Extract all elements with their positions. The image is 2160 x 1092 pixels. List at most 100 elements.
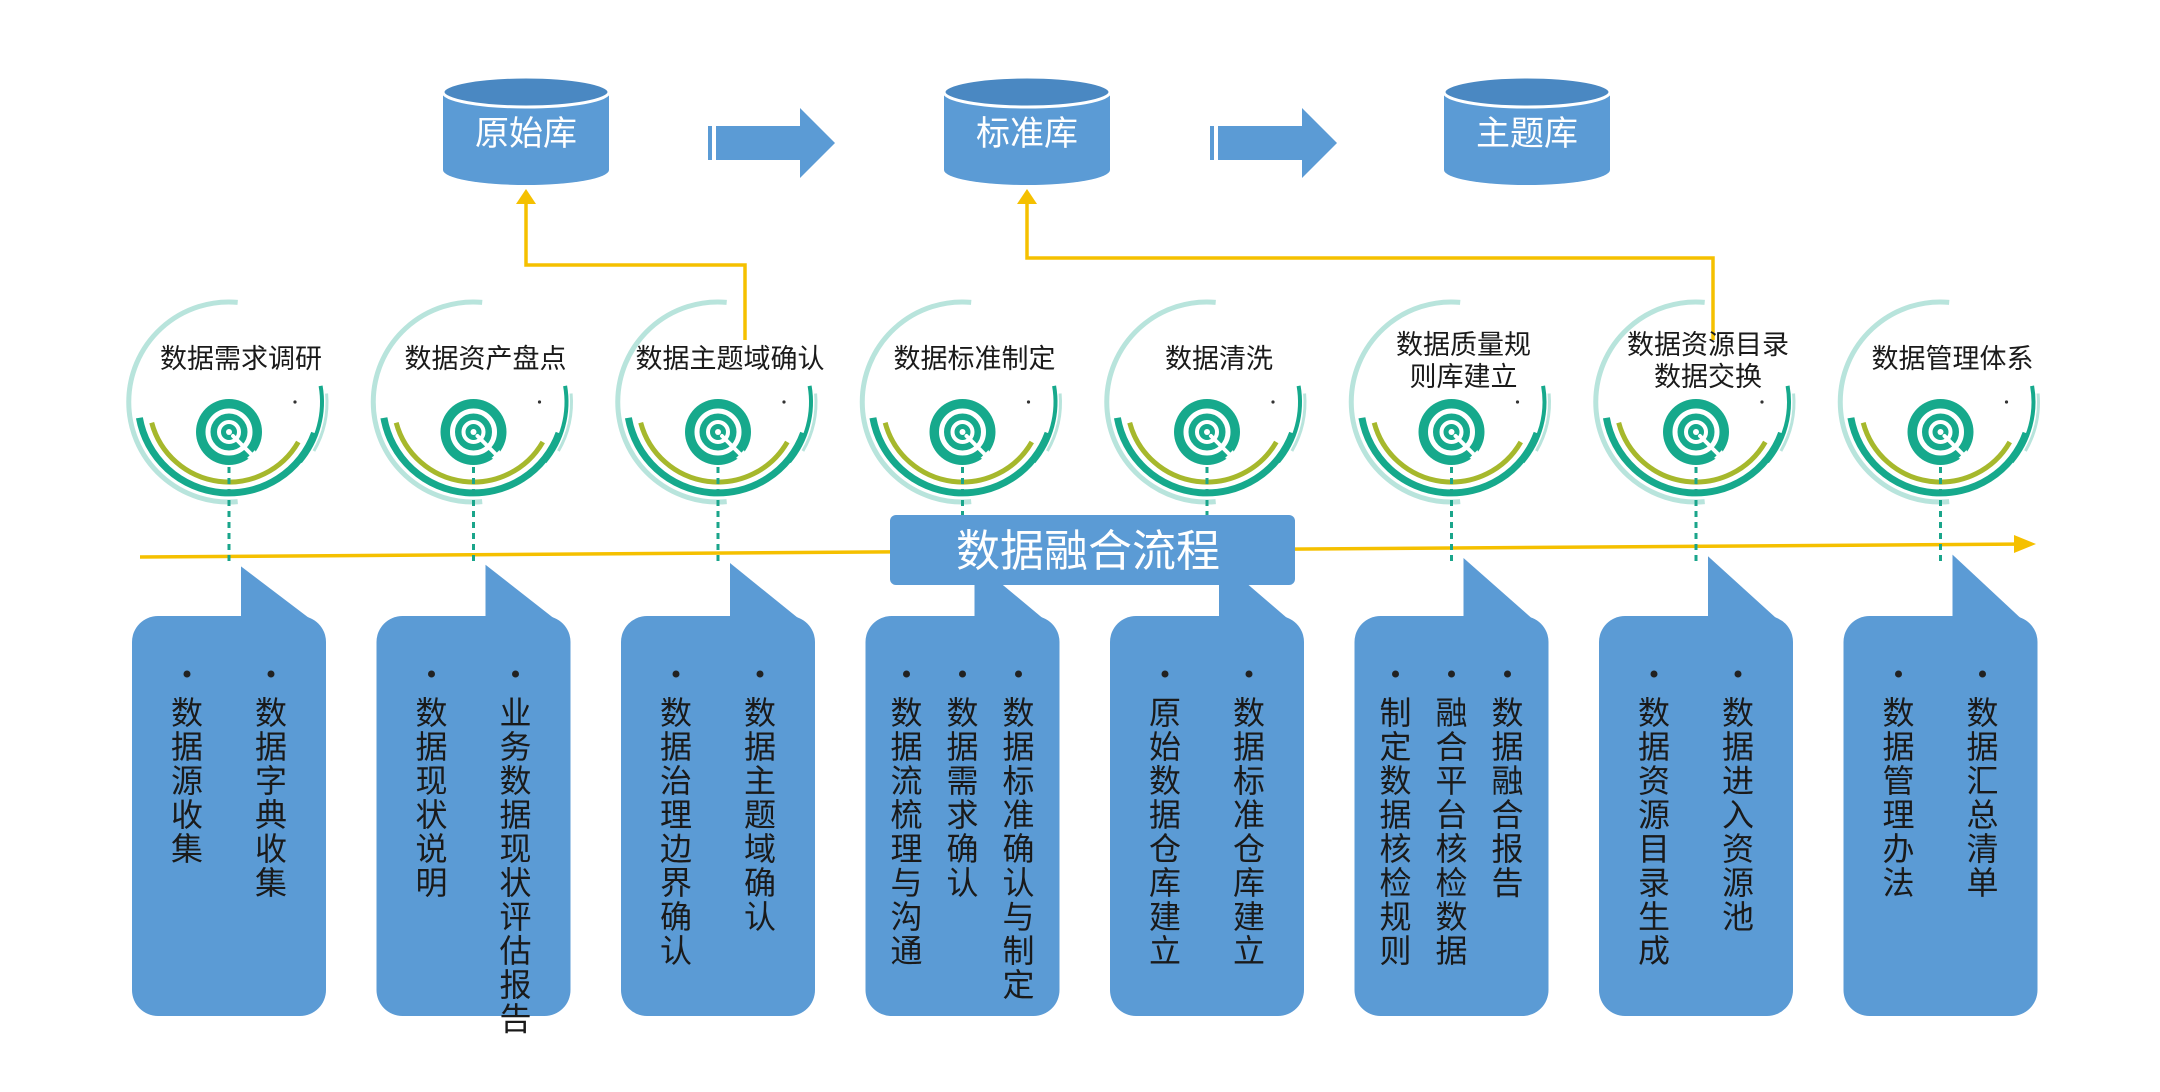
bullet-char: 定 xyxy=(1379,728,1411,766)
ring-dot xyxy=(1760,400,1764,404)
connector-to-standard xyxy=(1025,200,1715,340)
bullet-char: 告 xyxy=(1491,864,1523,902)
bullet-char: 与 xyxy=(1002,898,1034,936)
bullet-char: 据 xyxy=(1491,728,1523,766)
bullet-dot xyxy=(672,670,680,678)
bullet-char: 办 xyxy=(1882,830,1914,868)
database-original-label: 原始库 xyxy=(475,114,577,154)
bullet-char: 合 xyxy=(1491,796,1523,834)
center-title-label: 数据融合流程 xyxy=(956,526,1220,577)
step-label: 数据管理体系 xyxy=(1872,344,2034,375)
bullet-char: 务 xyxy=(499,728,531,766)
bullet-char: 法 xyxy=(1882,864,1914,902)
bullet-char: 确 xyxy=(1002,830,1034,868)
right-arc xyxy=(298,385,324,464)
bullet-char: 业 xyxy=(499,694,531,732)
bullet-char: 数 xyxy=(1638,694,1670,732)
bullet-char: 目 xyxy=(1638,830,1670,868)
bullet-char: 入 xyxy=(1722,796,1754,834)
bullet-char: 据 xyxy=(1882,728,1914,766)
bullet-char: 融 xyxy=(1491,762,1523,800)
bullet-char: 数 xyxy=(1002,694,1034,732)
target-icon xyxy=(1907,399,1974,465)
connector-to-original-arrowhead xyxy=(516,189,536,204)
bullet-char: 数 xyxy=(499,762,531,800)
bullet-char: 源 xyxy=(1722,864,1754,902)
bullet-char: 制 xyxy=(1379,694,1411,732)
bullet-char: 数 xyxy=(660,694,692,732)
bullet-char: 治 xyxy=(660,762,692,800)
bullet-char: 数 xyxy=(1435,898,1467,936)
bullet-char: 资 xyxy=(1722,830,1754,868)
bullet-char: 与 xyxy=(890,864,922,902)
bullet-char: 源 xyxy=(171,762,203,800)
bullet-char: 主 xyxy=(744,762,776,800)
bullet-dot xyxy=(1392,670,1399,678)
bullet-char: 数 xyxy=(1722,694,1754,732)
bullet-dot xyxy=(1161,670,1169,678)
bullet-char: 数 xyxy=(1233,694,1265,732)
ring-dot xyxy=(1026,400,1031,404)
bullet-char: 核 xyxy=(1435,830,1467,868)
ring-dot xyxy=(782,400,786,404)
bullet-char: 数 xyxy=(171,694,203,732)
bullet-char: 据 xyxy=(1966,728,1998,766)
bullet-dot xyxy=(1734,670,1742,678)
bullet-char: 域 xyxy=(744,830,776,868)
bullet-char: 确 xyxy=(744,864,776,902)
bullet-char: 典 xyxy=(255,796,287,834)
bullet-char: 源 xyxy=(1638,796,1670,834)
bullet-char: 告 xyxy=(499,1000,531,1038)
olive-ring xyxy=(1127,422,1279,485)
bullet-char: 汇 xyxy=(1966,762,1998,800)
bullet-dot xyxy=(1448,670,1455,678)
bullet-char: 评 xyxy=(499,898,531,936)
bullet-char: 明 xyxy=(415,864,447,902)
bullet-char: 据 xyxy=(660,728,692,766)
bullet-char: 据 xyxy=(1435,932,1467,970)
bullet-char: 数 xyxy=(890,694,922,732)
bullet-char: 仓 xyxy=(1233,830,1265,868)
bullet-char: 仓 xyxy=(1149,830,1181,868)
bullet-char: 据 xyxy=(1379,796,1411,834)
teal-ring xyxy=(1113,417,1296,497)
database-theme-label: 主题库 xyxy=(1476,114,1578,154)
bullet-char: 据 xyxy=(1002,728,1034,766)
bullet-char: 平 xyxy=(1435,762,1467,800)
bullet-char: 清 xyxy=(1966,830,1998,868)
bullet-char: 字 xyxy=(255,762,287,800)
olive-ring xyxy=(1860,422,2012,485)
ring-dot xyxy=(1271,400,1275,404)
bullet-char: 据 xyxy=(255,728,287,766)
bullet-char: 检 xyxy=(1435,864,1467,902)
bullet-dot xyxy=(1504,670,1511,678)
step-label: 数据资源目录 xyxy=(1627,330,1789,361)
bullet-char: 据 xyxy=(499,796,531,834)
bullet-dot xyxy=(428,670,435,678)
olive-ring xyxy=(882,422,1034,485)
ring-dot xyxy=(537,400,542,404)
bullet-char: 现 xyxy=(415,762,447,800)
target-icon xyxy=(685,399,751,465)
bullet-char: 认 xyxy=(1002,864,1034,902)
bullet-char: 理 xyxy=(890,830,922,868)
bullet-char: 据 xyxy=(1638,728,1670,766)
timeline-arrowhead xyxy=(2014,535,2036,553)
flow-arrow-1 xyxy=(708,108,835,178)
step-label: 数据标准制定 xyxy=(894,344,1056,375)
bullet-char: 规 xyxy=(1379,898,1411,936)
bullet-char: 数 xyxy=(744,694,776,732)
target-icon xyxy=(196,399,262,465)
outer-ring xyxy=(615,299,727,505)
outer-ring xyxy=(1104,299,1216,505)
bullet-char: 据 xyxy=(890,728,922,766)
right-arc xyxy=(1276,385,1302,464)
outer-ring xyxy=(1837,299,1950,505)
